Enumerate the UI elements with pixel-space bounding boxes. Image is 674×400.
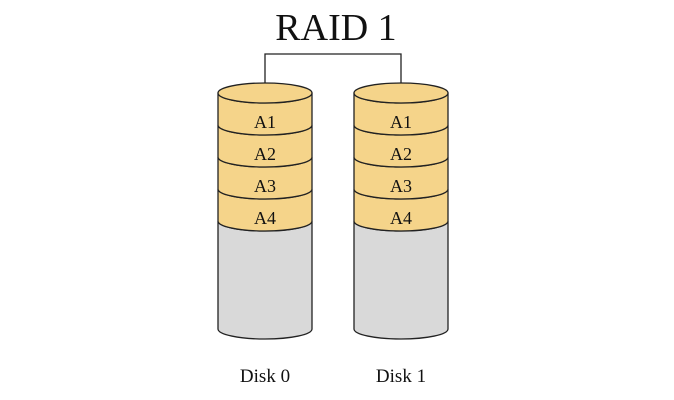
mirror-connector-line <box>264 53 402 84</box>
data-block-label: A1 <box>254 112 276 132</box>
data-block-label: A3 <box>254 176 276 196</box>
data-block-label: A4 <box>254 208 276 228</box>
data-block-label: A1 <box>390 112 412 132</box>
data-block-label: A4 <box>390 208 412 228</box>
disk-label: Disk 1 <box>376 366 426 387</box>
disk-top-cap <box>353 82 449 104</box>
diagram-title: RAID 1 <box>275 7 396 49</box>
data-block-label: A3 <box>390 176 412 196</box>
disk-empty-space <box>217 220 313 340</box>
data-block-label: A2 <box>254 144 276 164</box>
disk-top-cap <box>217 82 313 104</box>
disk-empty-space <box>353 220 449 340</box>
disk-label: Disk 0 <box>240 366 290 387</box>
data-block-label: A2 <box>390 144 412 164</box>
